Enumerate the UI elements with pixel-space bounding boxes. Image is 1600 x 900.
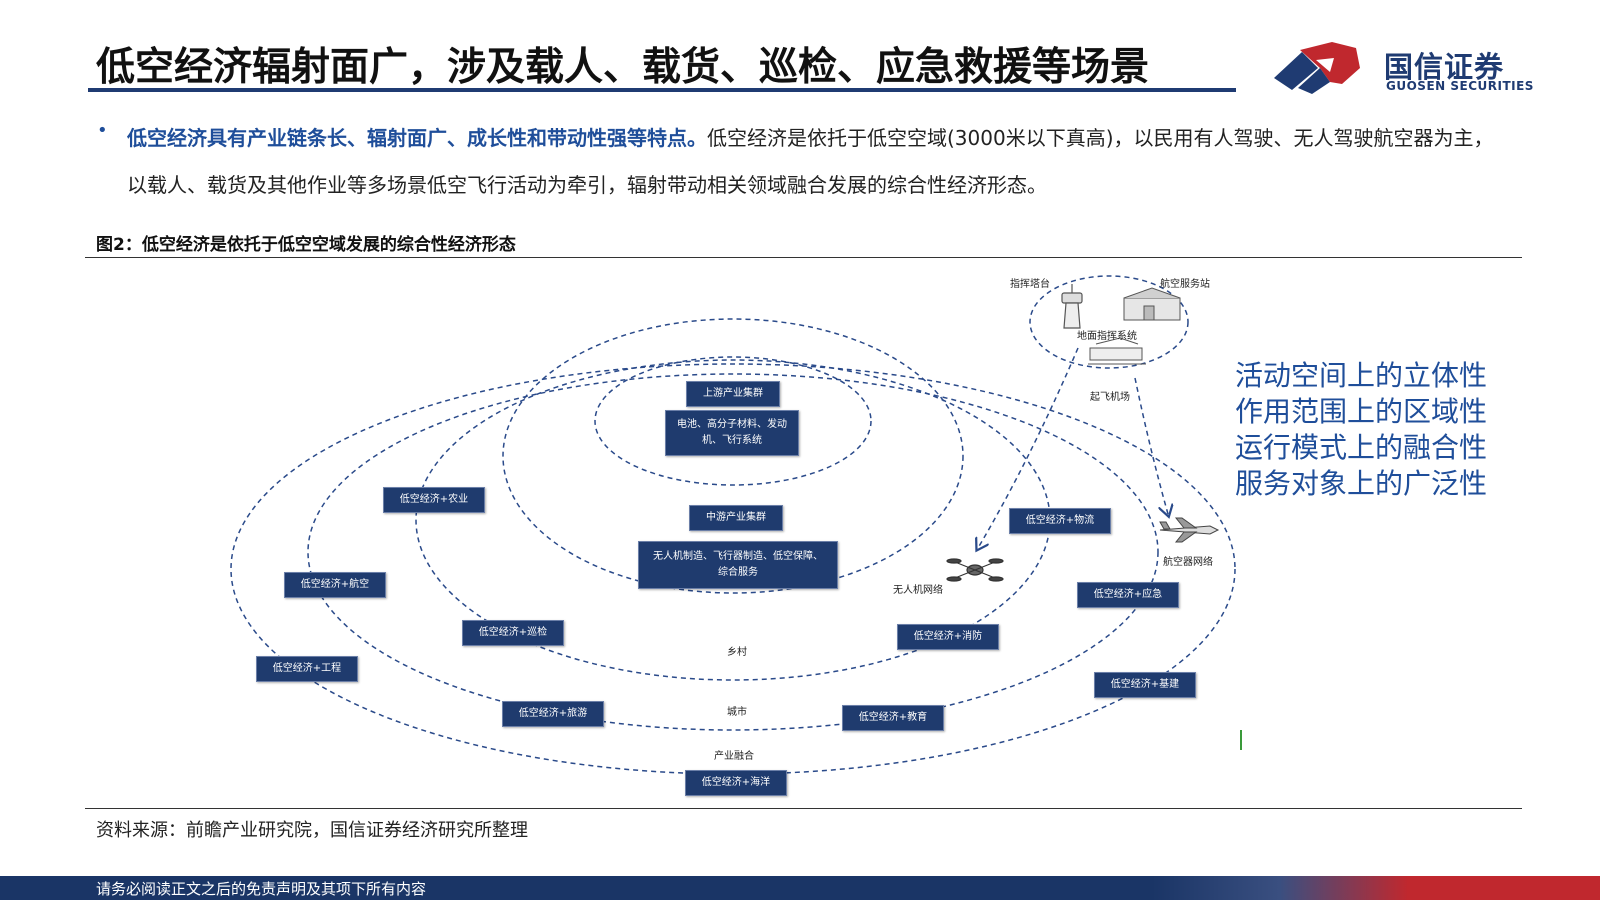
bullet-strong-text: 低空经济具有产业链条长、辐射面广、成长性和带动性强等特点。	[127, 126, 707, 150]
figure-top-rule	[85, 257, 1522, 258]
title-underline	[88, 88, 1236, 92]
page-title: 低空经济辐射面广，涉及载人、载货、巡检、应急救援等场景	[96, 45, 1150, 90]
green-bracket-mark	[1240, 730, 1244, 750]
source-note: 资料来源：前瞻产业研究院，国信证券经济研究所整理	[96, 820, 528, 841]
ring-midstream	[502, 318, 964, 594]
midstream-cluster-title: 中游产业集群	[689, 505, 783, 531]
scenario-box-engineering: 低空经济+工程	[256, 656, 358, 682]
ring-label-industry-fusion: 产业融合	[714, 751, 754, 762]
scenario-box-education: 低空经济+教育	[842, 705, 944, 731]
scenario-box-tourism: 低空经济+旅游	[502, 701, 604, 727]
airport-icon	[1088, 337, 1146, 365]
scenario-box-firefighting: 低空经济+消防	[897, 624, 999, 650]
upstream-cluster-desc: 电池、高分子材料、发动机、飞行系统	[665, 410, 799, 456]
arrow-to-aircraft-network	[1134, 377, 1168, 514]
ground-label-airport: 起飞机场	[1090, 392, 1130, 403]
logo-text-cn: 国信证券	[1384, 50, 1505, 84]
feature-item: 作用范围上的区域性	[1235, 395, 1488, 428]
figure-bottom-rule	[85, 808, 1522, 809]
feature-list: 活动空间上的立体性 作用范围上的区域性 运行模式上的融合性 服务对象上的广泛性	[1235, 358, 1487, 502]
airplane-icon	[1159, 517, 1220, 543]
guosen-logo-icon	[1274, 42, 1360, 94]
footer-disclaimer: 请务必阅读正文之后的免责声明及其项下所有内容	[96, 880, 427, 898]
scenario-box-ocean: 低空经济+海洋	[685, 770, 787, 796]
ground-label-service-station: 航空服务站	[1160, 279, 1210, 290]
arrow-to-drone-network	[978, 347, 1079, 548]
upstream-cluster-title: 上游产业集群	[686, 381, 780, 407]
feature-item: 活动空间上的立体性	[1235, 359, 1488, 392]
ground-label-tower: 指挥塔台	[1010, 279, 1050, 290]
aircraft-network-label: 航空器网络	[1163, 557, 1213, 568]
ground-label-command-system: 地面指挥系统	[1077, 331, 1137, 342]
drone-network-label: 无人机网络	[893, 585, 943, 596]
scenario-box-infrastructure: 低空经济+基建	[1094, 672, 1196, 698]
midstream-cluster-desc: 无人机制造、飞行器制造、低空保障、综合服务	[638, 541, 838, 589]
drone-icon	[946, 558, 1004, 582]
feature-item: 服务对象上的广泛性	[1235, 467, 1488, 500]
bullet-body-text: 低空经济是依托于低空空域(3000米以下真高)，以民用有人驾驶、无人驾驶航空器为…	[127, 126, 1494, 197]
logo-text-en: GUOSEN SECURITIES	[1386, 79, 1534, 93]
scenario-box-aviation: 低空经济+航空	[284, 572, 386, 598]
bullet-icon: •	[97, 120, 108, 141]
feature-item: 运行模式上的融合性	[1235, 431, 1488, 464]
control-tower-icon	[1061, 284, 1083, 329]
ring-urban	[307, 373, 1159, 731]
scenario-box-logistics: 低空经济+物流	[1009, 508, 1111, 534]
ring-upstream	[594, 356, 872, 486]
scenario-box-agriculture: 低空经济+农业	[383, 487, 485, 513]
bullet-paragraph: 低空经济具有产业链条长、辐射面广、成长性和带动性强等特点。低空经济是依托于低空空…	[127, 115, 1507, 209]
figure-caption: 图2：低空经济是依托于低空空域发展的综合性经济形态	[96, 235, 516, 255]
ring-label-rural: 乡村	[727, 647, 747, 658]
footer-bar	[0, 876, 1600, 900]
service-station-icon	[1123, 287, 1181, 321]
scenario-box-inspection: 低空经济+巡检	[462, 620, 564, 646]
ring-label-urban: 城市	[727, 707, 747, 718]
ring-ground-command	[1029, 275, 1189, 369]
scenario-box-emergency: 低空经济+应急	[1077, 582, 1179, 608]
